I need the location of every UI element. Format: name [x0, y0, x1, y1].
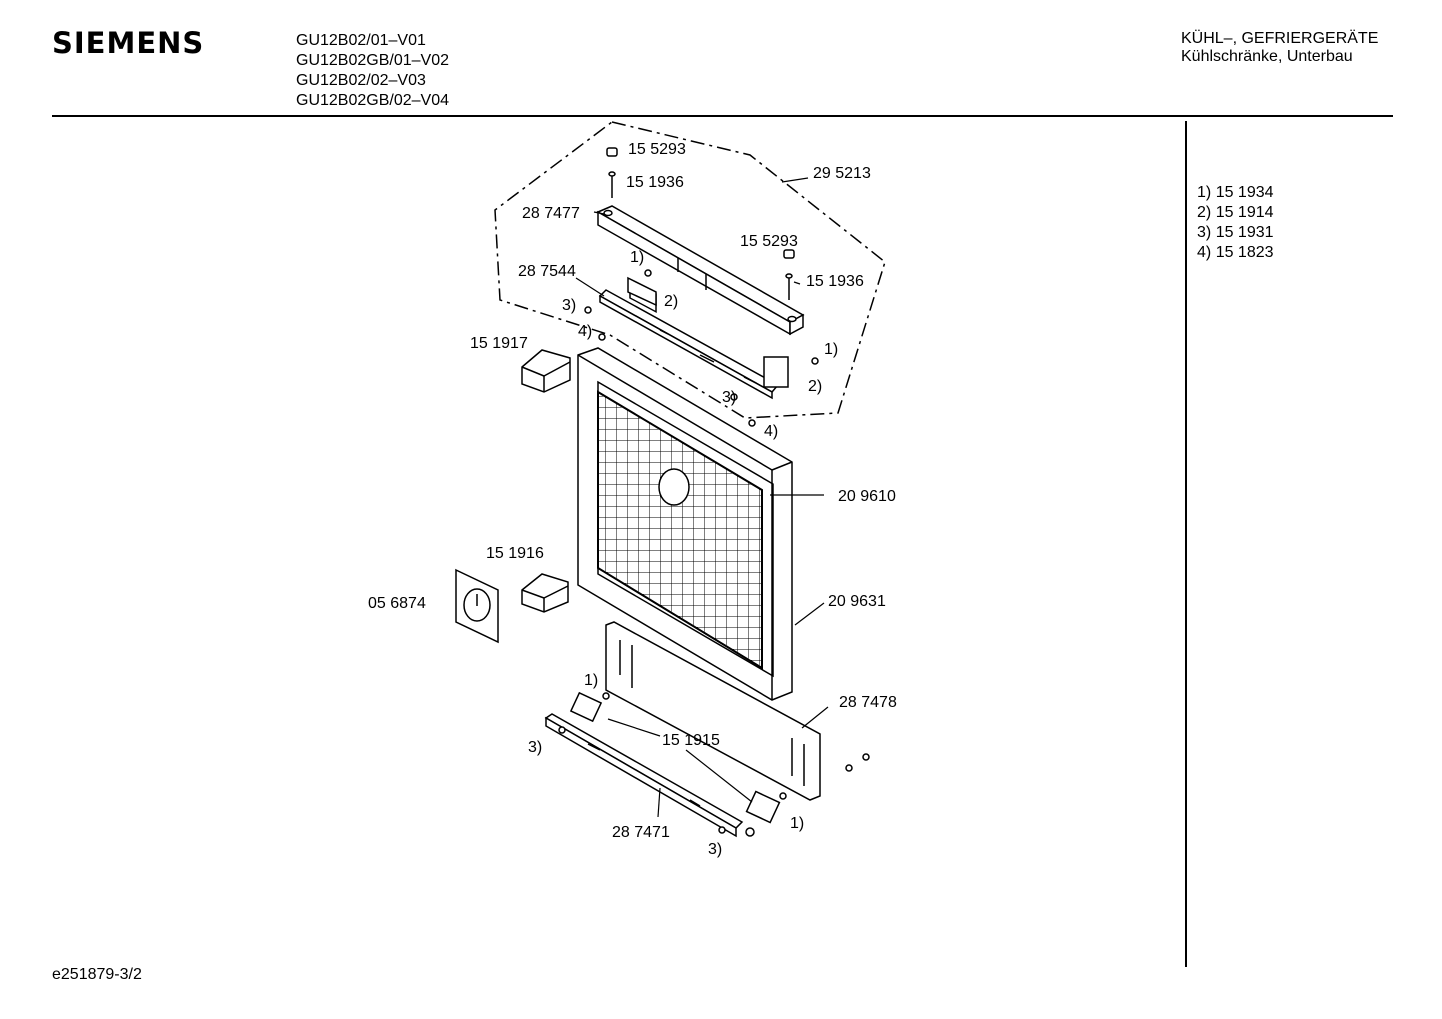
- model-list: GU12B02/01–V01 GU12B02GB/01–V02 GU12B02/…: [296, 31, 449, 111]
- ref-1: 1): [630, 249, 644, 266]
- hinge-block-top: [521, 349, 571, 393]
- callout-20-9631: 20 9631: [828, 593, 886, 610]
- legend-row: 3) 15 1931: [1197, 223, 1274, 243]
- callout-15-5293: 15 5293: [628, 141, 686, 158]
- top-rail: [596, 205, 805, 336]
- header-divider: [52, 115, 1393, 117]
- ref-3: 3): [722, 389, 736, 406]
- ref-3: 3): [528, 739, 542, 756]
- bolt: [606, 147, 795, 300]
- ref-1: 1): [584, 672, 598, 689]
- model-number: GU12B02GB/02–V04: [296, 92, 449, 109]
- callout-28-7544: 28 7544: [518, 263, 576, 280]
- callout-15-5293: 15 5293: [740, 233, 798, 250]
- ref-3: 3): [562, 297, 576, 314]
- screw: [584, 269, 819, 427]
- cover-plate: [455, 568, 499, 644]
- callout-15-1917: 15 1917: [470, 335, 528, 352]
- legend-part: 15 1823: [1215, 244, 1274, 261]
- ref-3: 3): [708, 841, 722, 858]
- door-frame: [577, 347, 793, 701]
- ref-1: 1): [790, 815, 804, 832]
- callout-29-5213: 29 5213: [813, 165, 871, 182]
- callout-15-1915: 15 1915: [662, 732, 720, 749]
- bottom-rail: [544, 713, 744, 838]
- assembly-boundary: [494, 121, 886, 419]
- category-subtitle: Kühlschränke, Unterbau: [1181, 48, 1353, 65]
- model-number: GU12B02GB/01–V02: [296, 52, 449, 69]
- callout-20-9610: 20 9610: [838, 488, 896, 505]
- legend-part: 15 1931: [1215, 224, 1274, 241]
- ref-2: 2): [664, 293, 678, 310]
- legend-part: 15 1914: [1215, 204, 1274, 221]
- document-id: e251879-3/2: [52, 966, 142, 983]
- leader-lines: [575, 177, 829, 818]
- callout-15-1936: 15 1936: [626, 174, 684, 191]
- ref-4: 4): [578, 323, 592, 340]
- legend-row: 4) 15 1823: [1197, 243, 1274, 263]
- bottom-plate: [605, 621, 821, 801]
- legend-divider: [1185, 121, 1187, 967]
- callout-28-7471: 28 7471: [612, 824, 670, 841]
- product-category: KÜHL–, GEFRIERGERÄTE Kühlschränke, Unter…: [1181, 30, 1378, 66]
- callout-15-1916: 15 1916: [486, 545, 544, 562]
- callout-05-6874: 05 6874: [368, 595, 426, 612]
- footnote-legend: 1) 15 1934 2) 15 1914 3) 15 1931 4) 15 1…: [1197, 183, 1274, 263]
- legend-part: 15 1934: [1215, 184, 1274, 201]
- model-number: GU12B02/02–V03: [296, 72, 426, 89]
- category-title: KÜHL–, GEFRIERGERÄTE: [1181, 30, 1379, 47]
- legend-ref: 1): [1197, 184, 1212, 201]
- brand-logo: SIEMENS: [52, 26, 205, 60]
- callout-15-1936: 15 1936: [806, 273, 864, 290]
- model-number: GU12B02/01–V01: [296, 32, 426, 49]
- legend-ref: 2): [1197, 204, 1212, 221]
- ref-2: 2): [808, 378, 822, 395]
- legend-row: 1) 15 1934: [1197, 183, 1274, 203]
- hinge-block-bottom: [521, 573, 569, 613]
- callout-28-7477: 28 7477: [522, 205, 580, 222]
- ref-4: 4): [764, 423, 778, 440]
- ref-1: 1): [824, 341, 838, 358]
- legend-ref: 4): [1197, 244, 1212, 261]
- hinge-plate: [569, 691, 870, 837]
- legend-ref: 3): [1197, 224, 1212, 241]
- mounting-bracket: [598, 276, 789, 400]
- callout-28-7478: 28 7478: [839, 694, 897, 711]
- legend-row: 2) 15 1914: [1197, 203, 1274, 223]
